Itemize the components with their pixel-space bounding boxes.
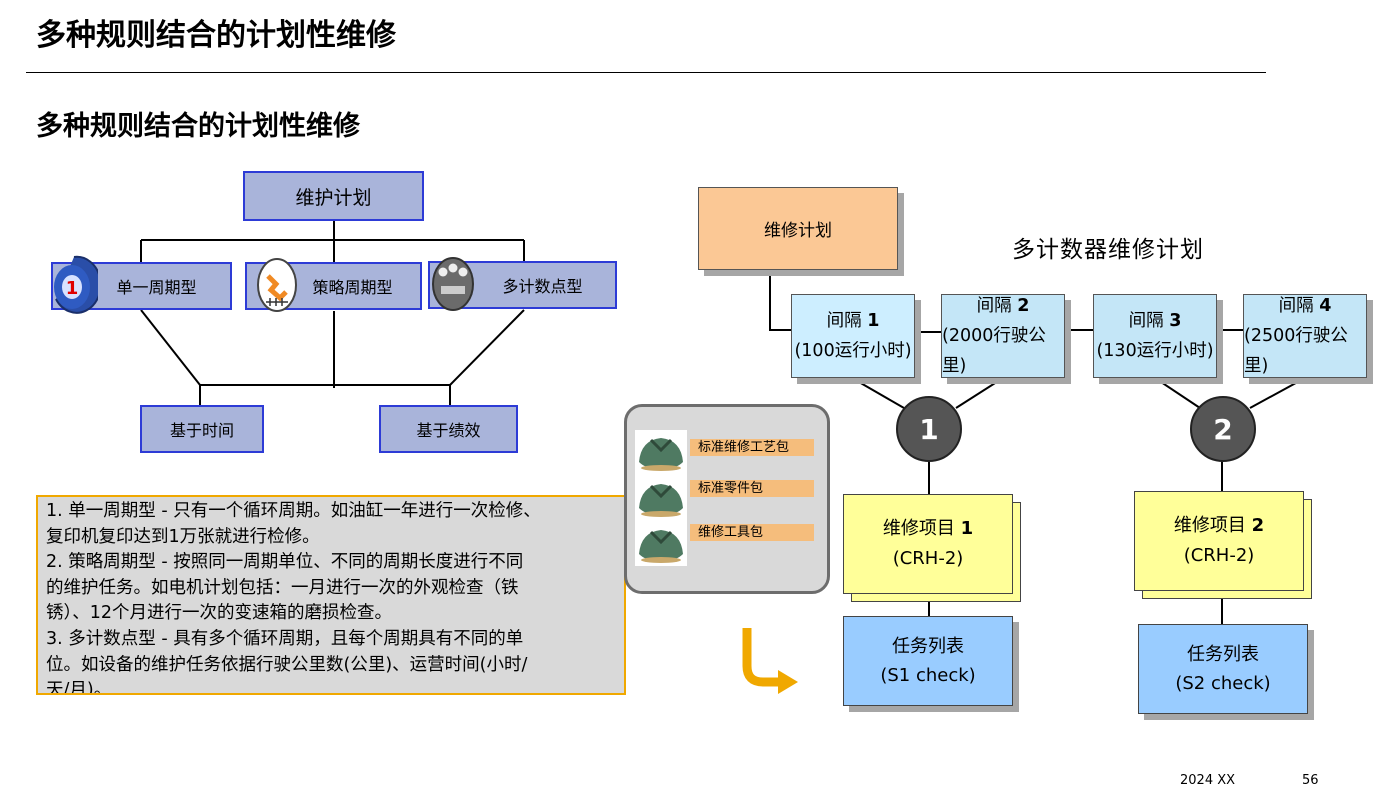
section-title: 多种规则结合的计划性维修: [36, 111, 360, 142]
interval-label: 间隔: [1128, 311, 1164, 331]
task-label: 任务列表: [892, 636, 964, 657]
interval-label: 间隔: [1278, 296, 1314, 316]
interval-number: 3: [1169, 311, 1182, 331]
gauge-cluster-icon: [432, 256, 474, 312]
interval-detail: (130运行小时): [1096, 341, 1214, 361]
basis-label: 基于时间: [169, 421, 234, 440]
title-divider: [26, 72, 1266, 73]
interval-label: 间隔: [976, 296, 1012, 316]
bundle-icon: [639, 484, 683, 517]
basis-label: 基于绩效: [416, 421, 481, 440]
type-label: 策略周期型: [312, 278, 393, 297]
note-line: 天/月)。: [46, 680, 112, 695]
cycle-number-icon: 1: [50, 253, 102, 315]
basis-box-time: 基于时间: [140, 405, 264, 453]
node-circle-2: 2: [1190, 396, 1256, 462]
page-number: 56: [1302, 773, 1319, 788]
basis-box-performance: 基于绩效: [379, 405, 518, 453]
maintenance-plan-label: 维护计划: [295, 186, 372, 209]
package-image-strip: [635, 430, 687, 566]
note-line: 锈）、12个月进行一次的变速箱的磨损检查。: [46, 603, 393, 624]
interval-number: 1: [867, 311, 880, 331]
interval-detail: (2000行驶公里): [942, 326, 1046, 376]
flow-arrow-icon: [742, 628, 780, 687]
maintenance-item-1: 维修项目 1 (CRH-2): [843, 494, 1013, 594]
note-line: 3. 多计数点型 - 具有多个循环周期，且每个周期具有不同的单: [46, 628, 524, 649]
maintenance-item-2: 维修项目 2 (CRH-2): [1134, 491, 1304, 591]
cycle-icon-number: 1: [66, 278, 79, 299]
item-label: 维修项目: [882, 518, 955, 539]
interval-box-3: 间隔 3 (130运行小时): [1093, 294, 1217, 378]
task-check: (S1 check): [880, 665, 976, 686]
task-list-1: 任务列表 (S1 check): [843, 616, 1013, 706]
item-code: (CRH-2): [892, 548, 964, 569]
note-line: 2. 策略周期型 - 按照同一周期单位、不同的周期长度进行不同: [46, 552, 524, 573]
interval-box-2: 间隔 2 (2000行驶公里): [941, 294, 1065, 378]
interval-detail: (2500行驶公里): [1244, 326, 1348, 376]
node-number: 2: [1213, 412, 1233, 446]
note-line: 的维护任务。如电机计划包括：一月进行一次的外观检查（铁: [46, 577, 519, 598]
package-label: 维修工具包: [690, 524, 814, 541]
item-number: 1: [960, 518, 974, 539]
item-label: 维修项目: [1173, 515, 1246, 536]
interval-detail: (100运行小时): [794, 341, 912, 361]
node-circle-1: 1: [896, 396, 962, 462]
note-line: 1. 单一周期型 - 只有一个循环周期。如油缸一年进行一次检修、: [46, 501, 541, 521]
interval-box-1: 间隔 1 (100运行小时): [791, 294, 915, 378]
item-code: (CRH-2): [1183, 545, 1255, 566]
package-label: 标准零件包: [690, 480, 814, 497]
maintenance-plan-box: 维护计划: [243, 171, 424, 221]
interval-label: 间隔: [826, 311, 862, 331]
node-number: 1: [919, 412, 939, 446]
note-line: 复印机复印达到1万张就进行检修。: [46, 526, 320, 547]
footer-date: 2024 XX: [1180, 773, 1236, 788]
item-number: 2: [1251, 515, 1265, 536]
multi-counter-title: 多计数器维修计划: [1012, 237, 1204, 263]
type-label: 多计数点型: [502, 277, 583, 296]
strategy-icon: [256, 256, 298, 314]
type-label: 单一周期型: [116, 278, 197, 297]
package-label: 标准维修工艺包: [690, 439, 814, 456]
page-title: 多种规则结合的计划性维修: [36, 18, 396, 53]
bundle-icon: [639, 530, 683, 563]
interval-number: 4: [1319, 296, 1332, 316]
note-line: 位。如设备的维护任务依据行驶公里数(公里)、运营时间(小时/: [46, 654, 528, 675]
explanation-note: 1. 单一周期型 - 只有一个循环周期。如油缸一年进行一次检修、 复印机复印达到…: [36, 495, 626, 695]
repair-plan-box: 维修计划: [698, 187, 898, 270]
repair-plan-label: 维修计划: [764, 221, 832, 241]
interval-box-4: 间隔 4 (2500行驶公里): [1243, 294, 1367, 378]
task-label: 任务列表: [1187, 644, 1259, 665]
task-list-2: 任务列表 (S2 check): [1138, 624, 1308, 714]
bundle-icon: [639, 438, 683, 471]
interval-number: 2: [1017, 296, 1030, 316]
task-check: (S2 check): [1175, 673, 1271, 694]
